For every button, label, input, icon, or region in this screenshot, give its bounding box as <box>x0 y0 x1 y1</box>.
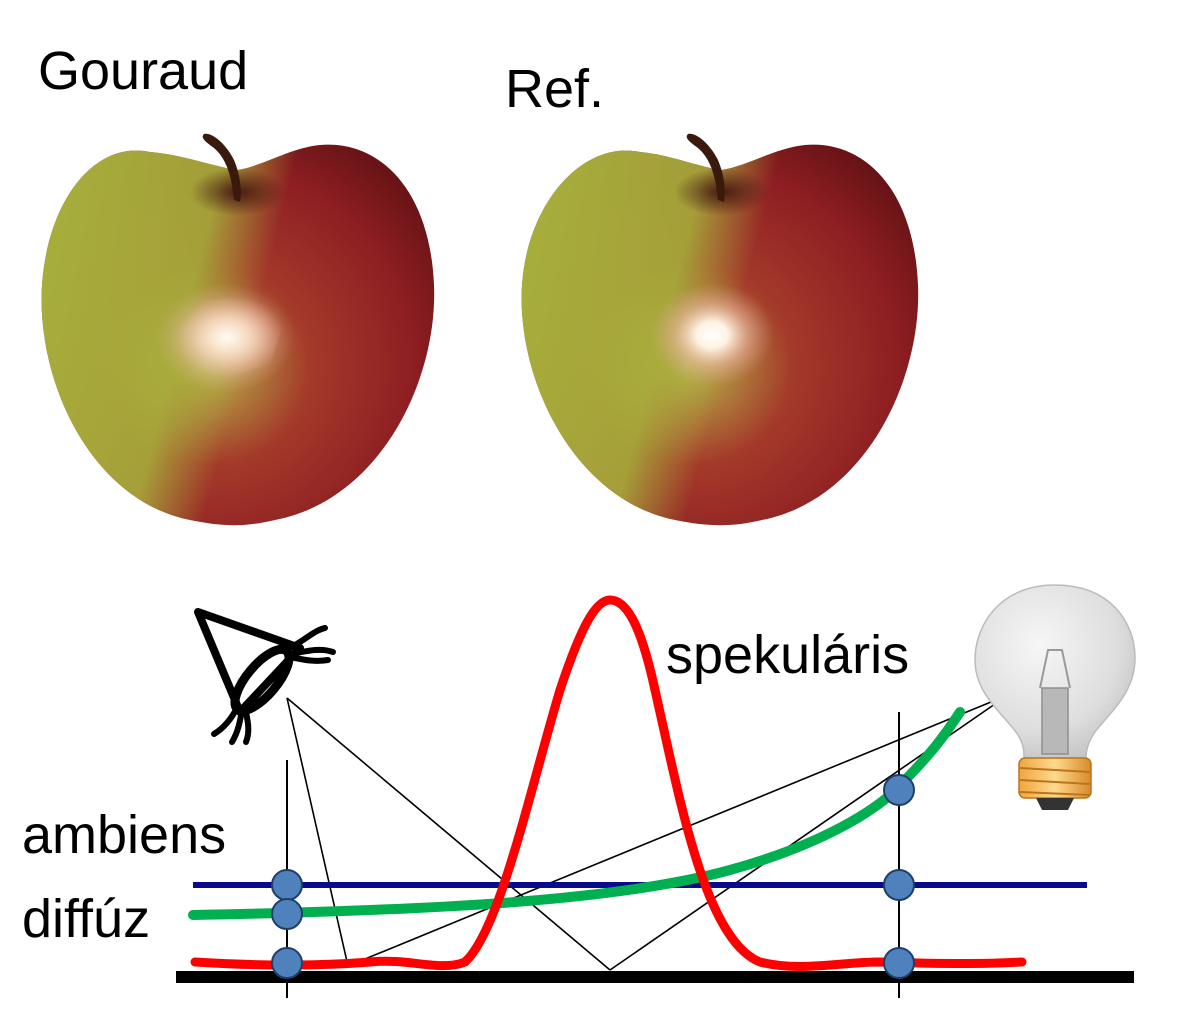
sample-point <box>271 869 303 901</box>
light-bulb-icon <box>974 584 1136 810</box>
sample-point <box>883 947 915 979</box>
label-ambient: ambiens <box>22 805 227 865</box>
sample-point <box>883 774 915 806</box>
sample-point <box>271 898 303 930</box>
label-diffuse: diffúz <box>22 889 151 949</box>
eye-icon <box>194 608 336 745</box>
surface-line <box>176 971 1134 983</box>
apple-stem <box>686 133 725 202</box>
specular-highlight-glow <box>155 283 295 393</box>
title-reference: Ref. <box>505 59 605 119</box>
diffuse-curve <box>188 707 965 920</box>
sample-points <box>271 774 915 979</box>
title-gouraud: Gouraud <box>38 41 249 101</box>
sample-point <box>883 869 915 901</box>
apple-reference <box>521 133 919 526</box>
specular-highlight <box>650 283 774 387</box>
label-specular: spekuláris <box>666 625 910 685</box>
specular-curve <box>190 595 1027 971</box>
apple-gouraud <box>41 133 435 526</box>
sample-point <box>271 947 303 979</box>
apple-stem <box>202 133 241 202</box>
